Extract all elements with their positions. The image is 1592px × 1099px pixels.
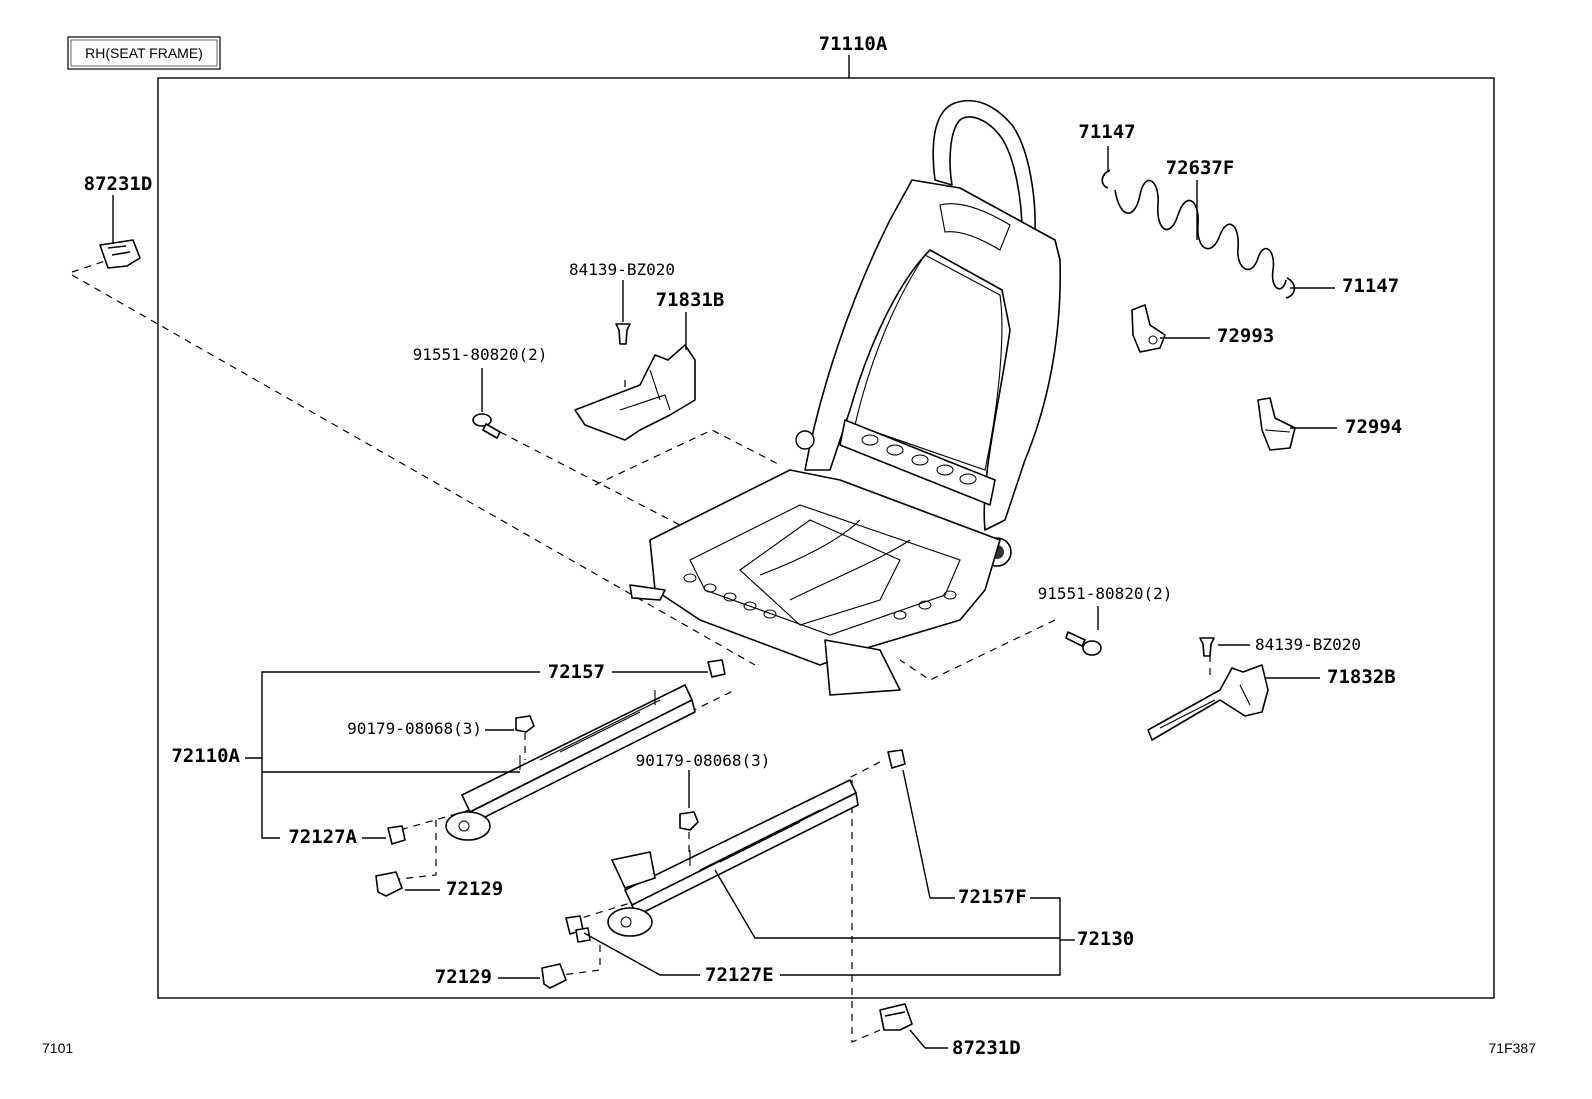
part-87231D-left <box>99 239 141 269</box>
part-71831B <box>574 344 696 441</box>
label-91551-left[interactable]: 91551-80820(2) <box>413 345 548 364</box>
part-72157 <box>707 659 726 678</box>
label-72129-left[interactable]: 72129 <box>446 878 503 900</box>
part-90179-left <box>515 715 535 733</box>
part-72129-lower <box>541 963 567 989</box>
label-71110A[interactable]: 71110A <box>819 33 888 55</box>
part-72130-track <box>607 779 859 937</box>
label-87231D-right[interactable]: 87231D <box>952 1037 1021 1059</box>
part-71147-top <box>1101 169 1111 189</box>
part-72110A-track <box>445 684 696 841</box>
label-72110A[interactable]: 72110A <box>171 745 240 767</box>
figure-code: 71F387 <box>1489 1040 1537 1056</box>
part-84139-right <box>1199 637 1215 657</box>
part-91551-right <box>1065 631 1102 656</box>
label-72127E[interactable]: 72127E <box>705 964 774 986</box>
part-72127A <box>387 825 406 845</box>
label-71832B[interactable]: 71832B <box>1327 666 1396 688</box>
view-label-text: RH(SEAT FRAME) <box>85 45 203 61</box>
label-72994[interactable]: 72994 <box>1345 416 1402 438</box>
assembly-leader-lines <box>71 255 1211 1043</box>
part-72637F <box>1114 179 1287 290</box>
part-72994 <box>1257 397 1296 451</box>
label-72993[interactable]: 72993 <box>1217 325 1274 347</box>
label-84139-right[interactable]: 84139-BZ020 <box>1255 635 1361 654</box>
label-leaders <box>112 146 1337 1049</box>
page-code: 7101 <box>42 1040 73 1056</box>
label-71147-right[interactable]: 71147 <box>1342 275 1399 297</box>
label-72157[interactable]: 72157 <box>548 661 605 683</box>
part-84139-left <box>615 323 631 345</box>
label-91551-right[interactable]: 91551-80820(2) <box>1038 584 1173 603</box>
assembly-frame-box <box>157 77 1495 999</box>
label-72127A[interactable]: 72127A <box>288 826 357 848</box>
seat-frame-illustration <box>629 99 1062 696</box>
part-72129-left <box>375 871 403 897</box>
part-91551-left <box>472 413 501 439</box>
label-72637F[interactable]: 72637F <box>1166 157 1235 179</box>
label-84139-left[interactable]: 84139-BZ020 <box>569 260 675 279</box>
label-72129-lower[interactable]: 72129 <box>435 966 492 988</box>
label-71831B[interactable]: 71831B <box>656 289 725 311</box>
part-72157F <box>887 749 906 769</box>
part-72993 <box>1131 304 1166 353</box>
part-71147-right <box>1285 277 1296 299</box>
part-87231D-right <box>879 1003 913 1031</box>
label-90179-right[interactable]: 90179-08068(3) <box>636 751 771 770</box>
part-90179-right <box>679 811 699 831</box>
label-87231D-left[interactable]: 87231D <box>84 173 153 195</box>
label-71147-top[interactable]: 71147 <box>1078 121 1135 143</box>
part-71832B <box>1147 664 1269 741</box>
label-90179-left[interactable]: 90179-08068(3) <box>347 719 482 738</box>
view-label: RH(SEAT FRAME) <box>67 36 221 70</box>
label-72157F[interactable]: 72157F <box>958 886 1027 908</box>
label-72130[interactable]: 72130 <box>1077 928 1134 950</box>
